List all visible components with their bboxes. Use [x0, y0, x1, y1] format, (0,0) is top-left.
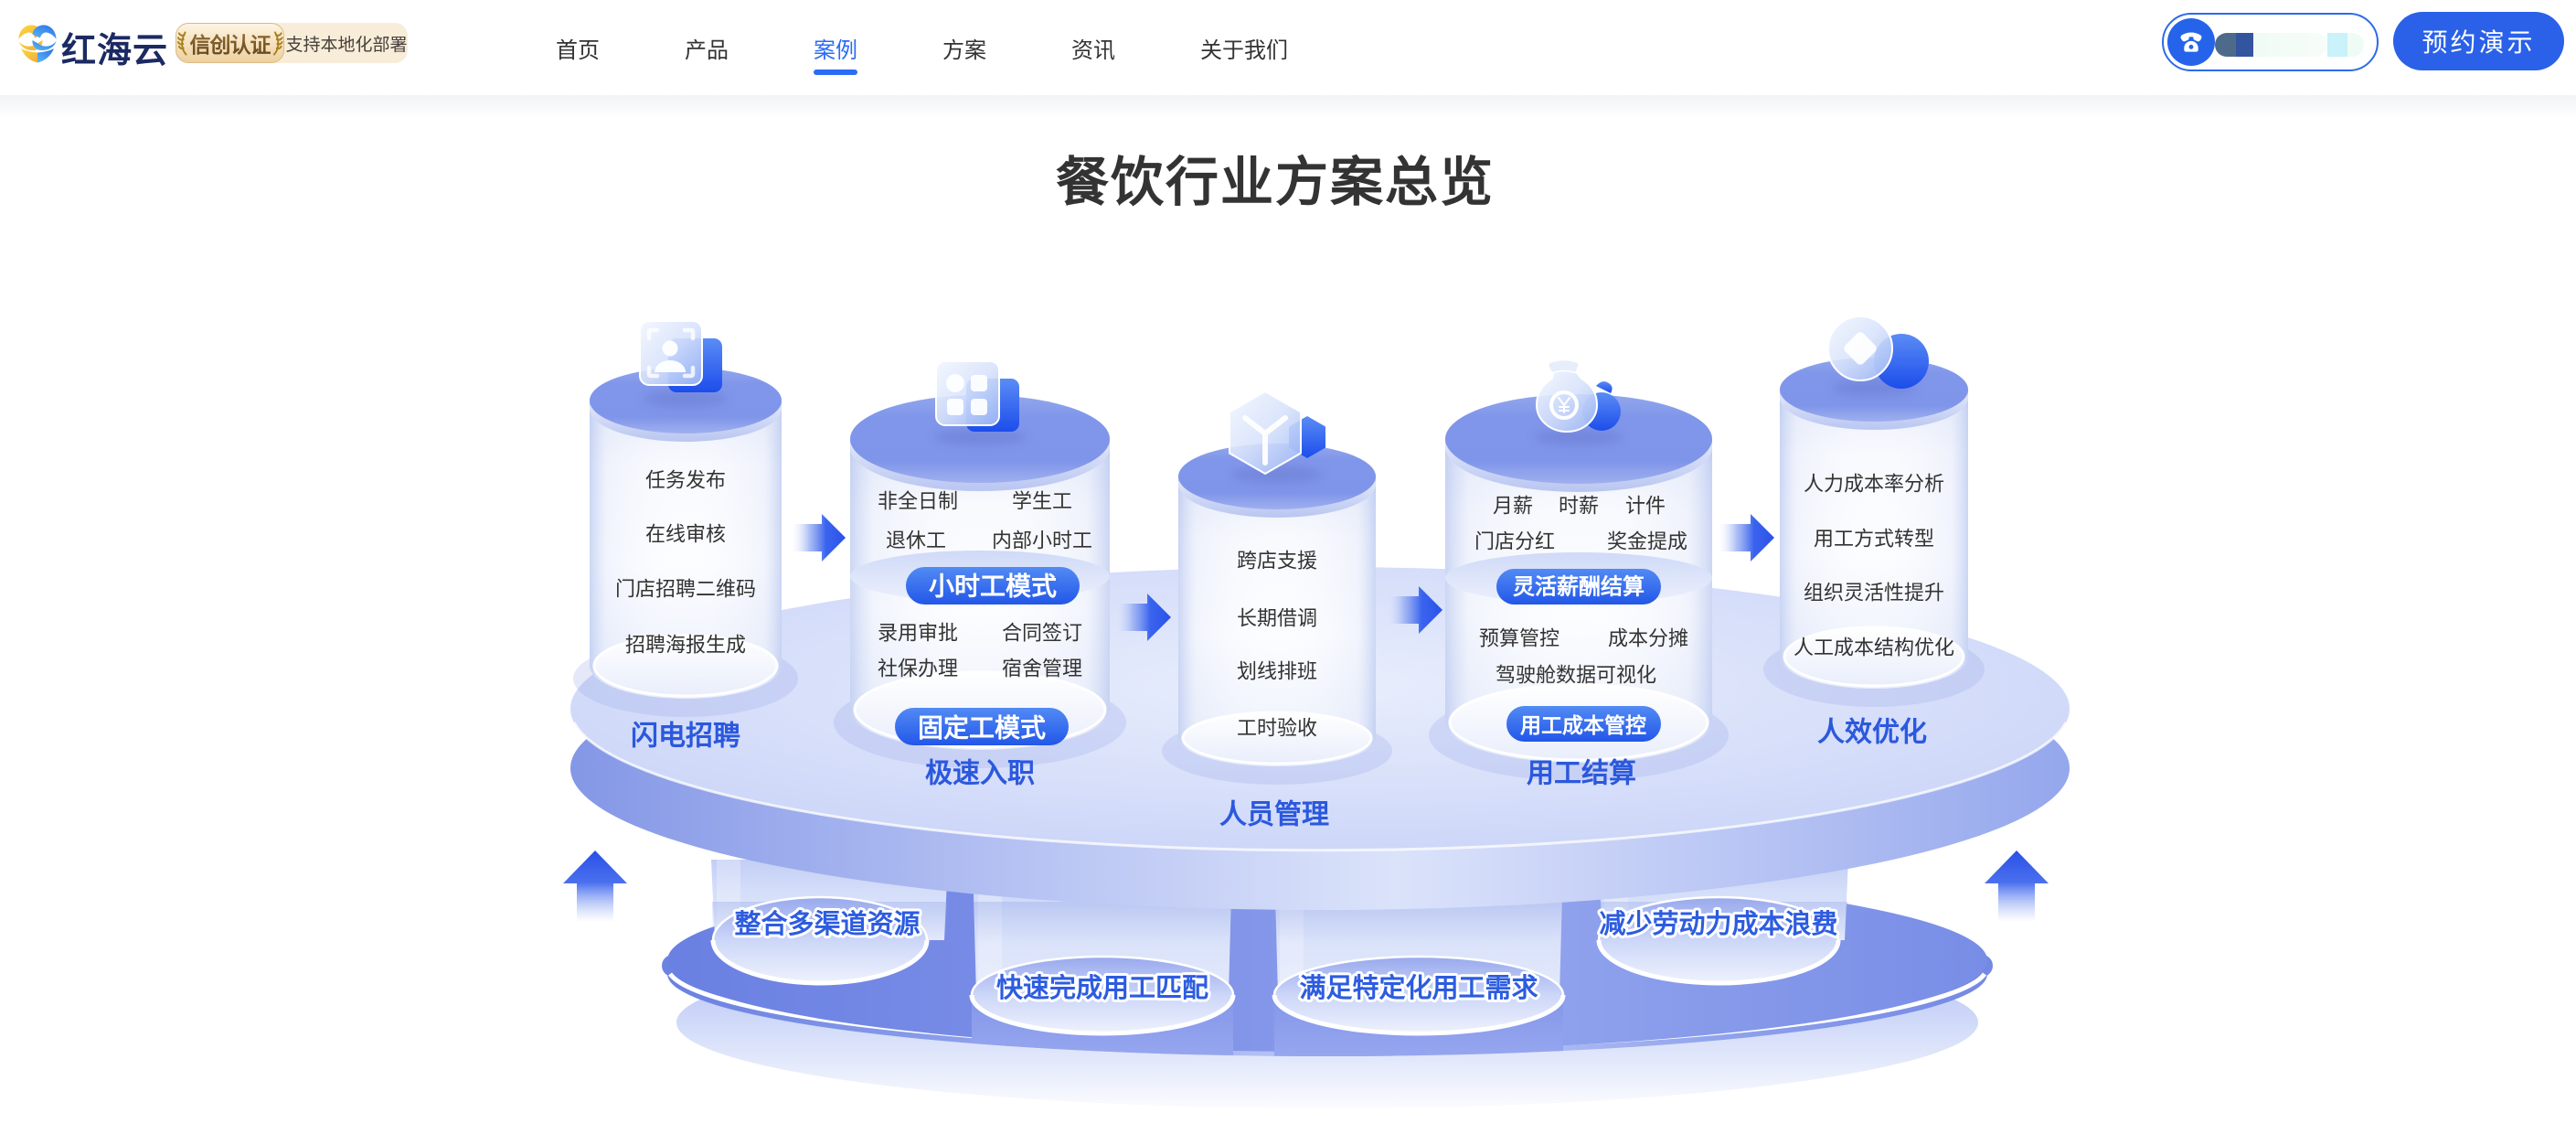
svg-text:内部小时工: 内部小时工: [992, 530, 1092, 552]
svg-text:人力成本率分析: 人力成本率分析: [1804, 473, 1944, 496]
svg-text:闪电招聘: 闪电招聘: [631, 722, 740, 752]
svg-text:人效优化: 人效优化: [1817, 718, 1927, 748]
svg-text:计件: 计件: [1625, 495, 1666, 518]
svg-text:快速完成用工匹配: 快速完成用工匹配: [996, 972, 1208, 1003]
svg-text:门店招聘二维码: 门店招聘二维码: [615, 578, 756, 601]
svg-text:社保办理: 社保办理: [878, 658, 958, 680]
svg-text:招聘海报生成: 招聘海报生成: [625, 634, 746, 657]
svg-text:退休工: 退休工: [886, 530, 946, 552]
svg-text:录用审批: 录用审批: [878, 622, 958, 645]
svg-text:工时验收: 工时验收: [1237, 717, 1317, 740]
svg-text:门店分红: 门店分红: [1474, 530, 1555, 553]
svg-text:非全日制: 非全日制: [878, 490, 958, 513]
svg-text:宿舍管理: 宿舍管理: [1002, 658, 1082, 680]
svg-text:用工成本管控: 用工成本管控: [1520, 713, 1646, 737]
svg-text:跨店支援: 跨店支援: [1237, 550, 1317, 572]
svg-text:月薪: 月薪: [1493, 495, 1533, 518]
svg-text:长期借调: 长期借调: [1237, 607, 1317, 630]
svg-text:用工结算: 用工结算: [1527, 758, 1636, 789]
svg-text:学生工: 学生工: [1012, 490, 1072, 513]
svg-text:预算管控: 预算管控: [1479, 627, 1559, 650]
svg-text:小时工模式: 小时工模式: [929, 572, 1057, 601]
svg-text:组织灵活性提升: 组织灵活性提升: [1804, 582, 1944, 604]
svg-text:人员管理: 人员管理: [1219, 800, 1329, 830]
svg-text:时薪: 时薪: [1559, 495, 1599, 518]
svg-text:用工方式转型: 用工方式转型: [1814, 528, 1934, 551]
svg-text:满足特定化用工需求: 满足特定化用工需求: [1299, 972, 1538, 1003]
svg-text:成本分摊: 成本分摊: [1608, 627, 1688, 650]
svg-text:在线审核: 在线审核: [645, 523, 726, 546]
svg-text:人工成本结构优化: 人工成本结构优化: [1794, 637, 1954, 659]
svg-text:整合多渠道资源: 整合多渠道资源: [734, 909, 920, 939]
svg-text:减少劳动力成本浪费: 减少劳动力成本浪费: [1599, 908, 1837, 939]
svg-text:驾驶舱数据可视化: 驾驶舱数据可视化: [1496, 664, 1656, 687]
svg-text:任务发布: 任务发布: [645, 469, 726, 492]
svg-text:奖金提成: 奖金提成: [1607, 530, 1687, 553]
svg-text:固定工模式: 固定工模式: [918, 713, 1046, 743]
svg-text:划线排班: 划线排班: [1237, 660, 1317, 683]
svg-text:合同签订: 合同签订: [1002, 622, 1082, 645]
svg-text:极速入职: 极速入职: [925, 759, 1035, 789]
svg-text:灵活薪酬结算: 灵活薪酬结算: [1513, 574, 1645, 600]
